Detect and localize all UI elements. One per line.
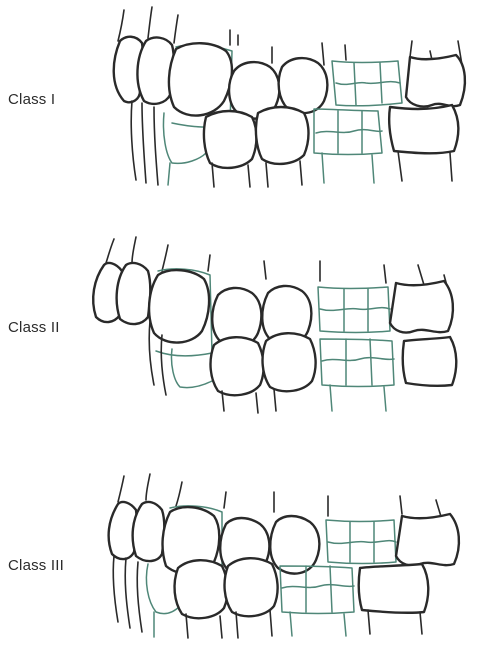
class-2-panel: Class II [0,225,483,425]
class-1-dental-drawing [110,5,470,195]
class-3-panel: Class III [0,460,483,641]
class-3-dental-drawing [104,472,464,647]
class-2-label: Class II [8,319,60,336]
class-1-panel: Class I [0,0,483,200]
class-3-label: Class III [8,557,64,574]
class-2-dental-drawing [88,235,458,425]
class-1-label: Class I [8,91,55,108]
